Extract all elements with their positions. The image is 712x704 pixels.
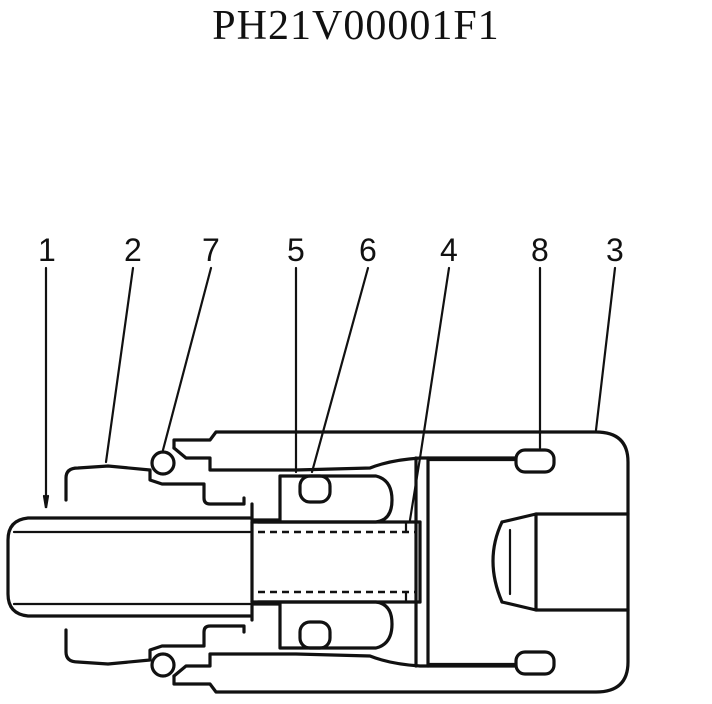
part-6-o-ring-lower bbox=[298, 620, 332, 650]
part-8-seal-lower bbox=[514, 650, 556, 676]
callout-2: 2 bbox=[124, 232, 142, 268]
callout-5: 5 bbox=[287, 232, 305, 268]
part-7-o-ring-upper bbox=[150, 450, 176, 476]
leader-lines bbox=[42, 266, 617, 522]
leader-1-arrow bbox=[42, 494, 50, 509]
leader-6 bbox=[310, 266, 370, 474]
callout-8: 8 bbox=[531, 232, 549, 268]
leader-7 bbox=[161, 266, 213, 452]
callout-6: 6 bbox=[359, 232, 377, 268]
part-2-sleeve bbox=[64, 464, 246, 666]
part-5-inner-wall bbox=[250, 474, 394, 650]
leader-3 bbox=[594, 266, 617, 432]
part-6-o-ring-upper bbox=[298, 474, 332, 504]
callout-4: 4 bbox=[440, 232, 458, 268]
poppet-assembly bbox=[414, 456, 630, 668]
drawing-title: PH21V00001F1 bbox=[212, 3, 500, 49]
callout-1: 1 bbox=[38, 232, 56, 268]
part-7-o-ring-lower bbox=[150, 652, 176, 678]
callout-7: 7 bbox=[202, 232, 220, 268]
leader-2 bbox=[104, 266, 135, 464]
callout-3: 3 bbox=[606, 232, 624, 268]
part-4-screen bbox=[250, 520, 422, 604]
part-3-body bbox=[172, 430, 630, 694]
part-8-seal-upper bbox=[514, 448, 556, 474]
part-1-stem bbox=[6, 516, 252, 618]
